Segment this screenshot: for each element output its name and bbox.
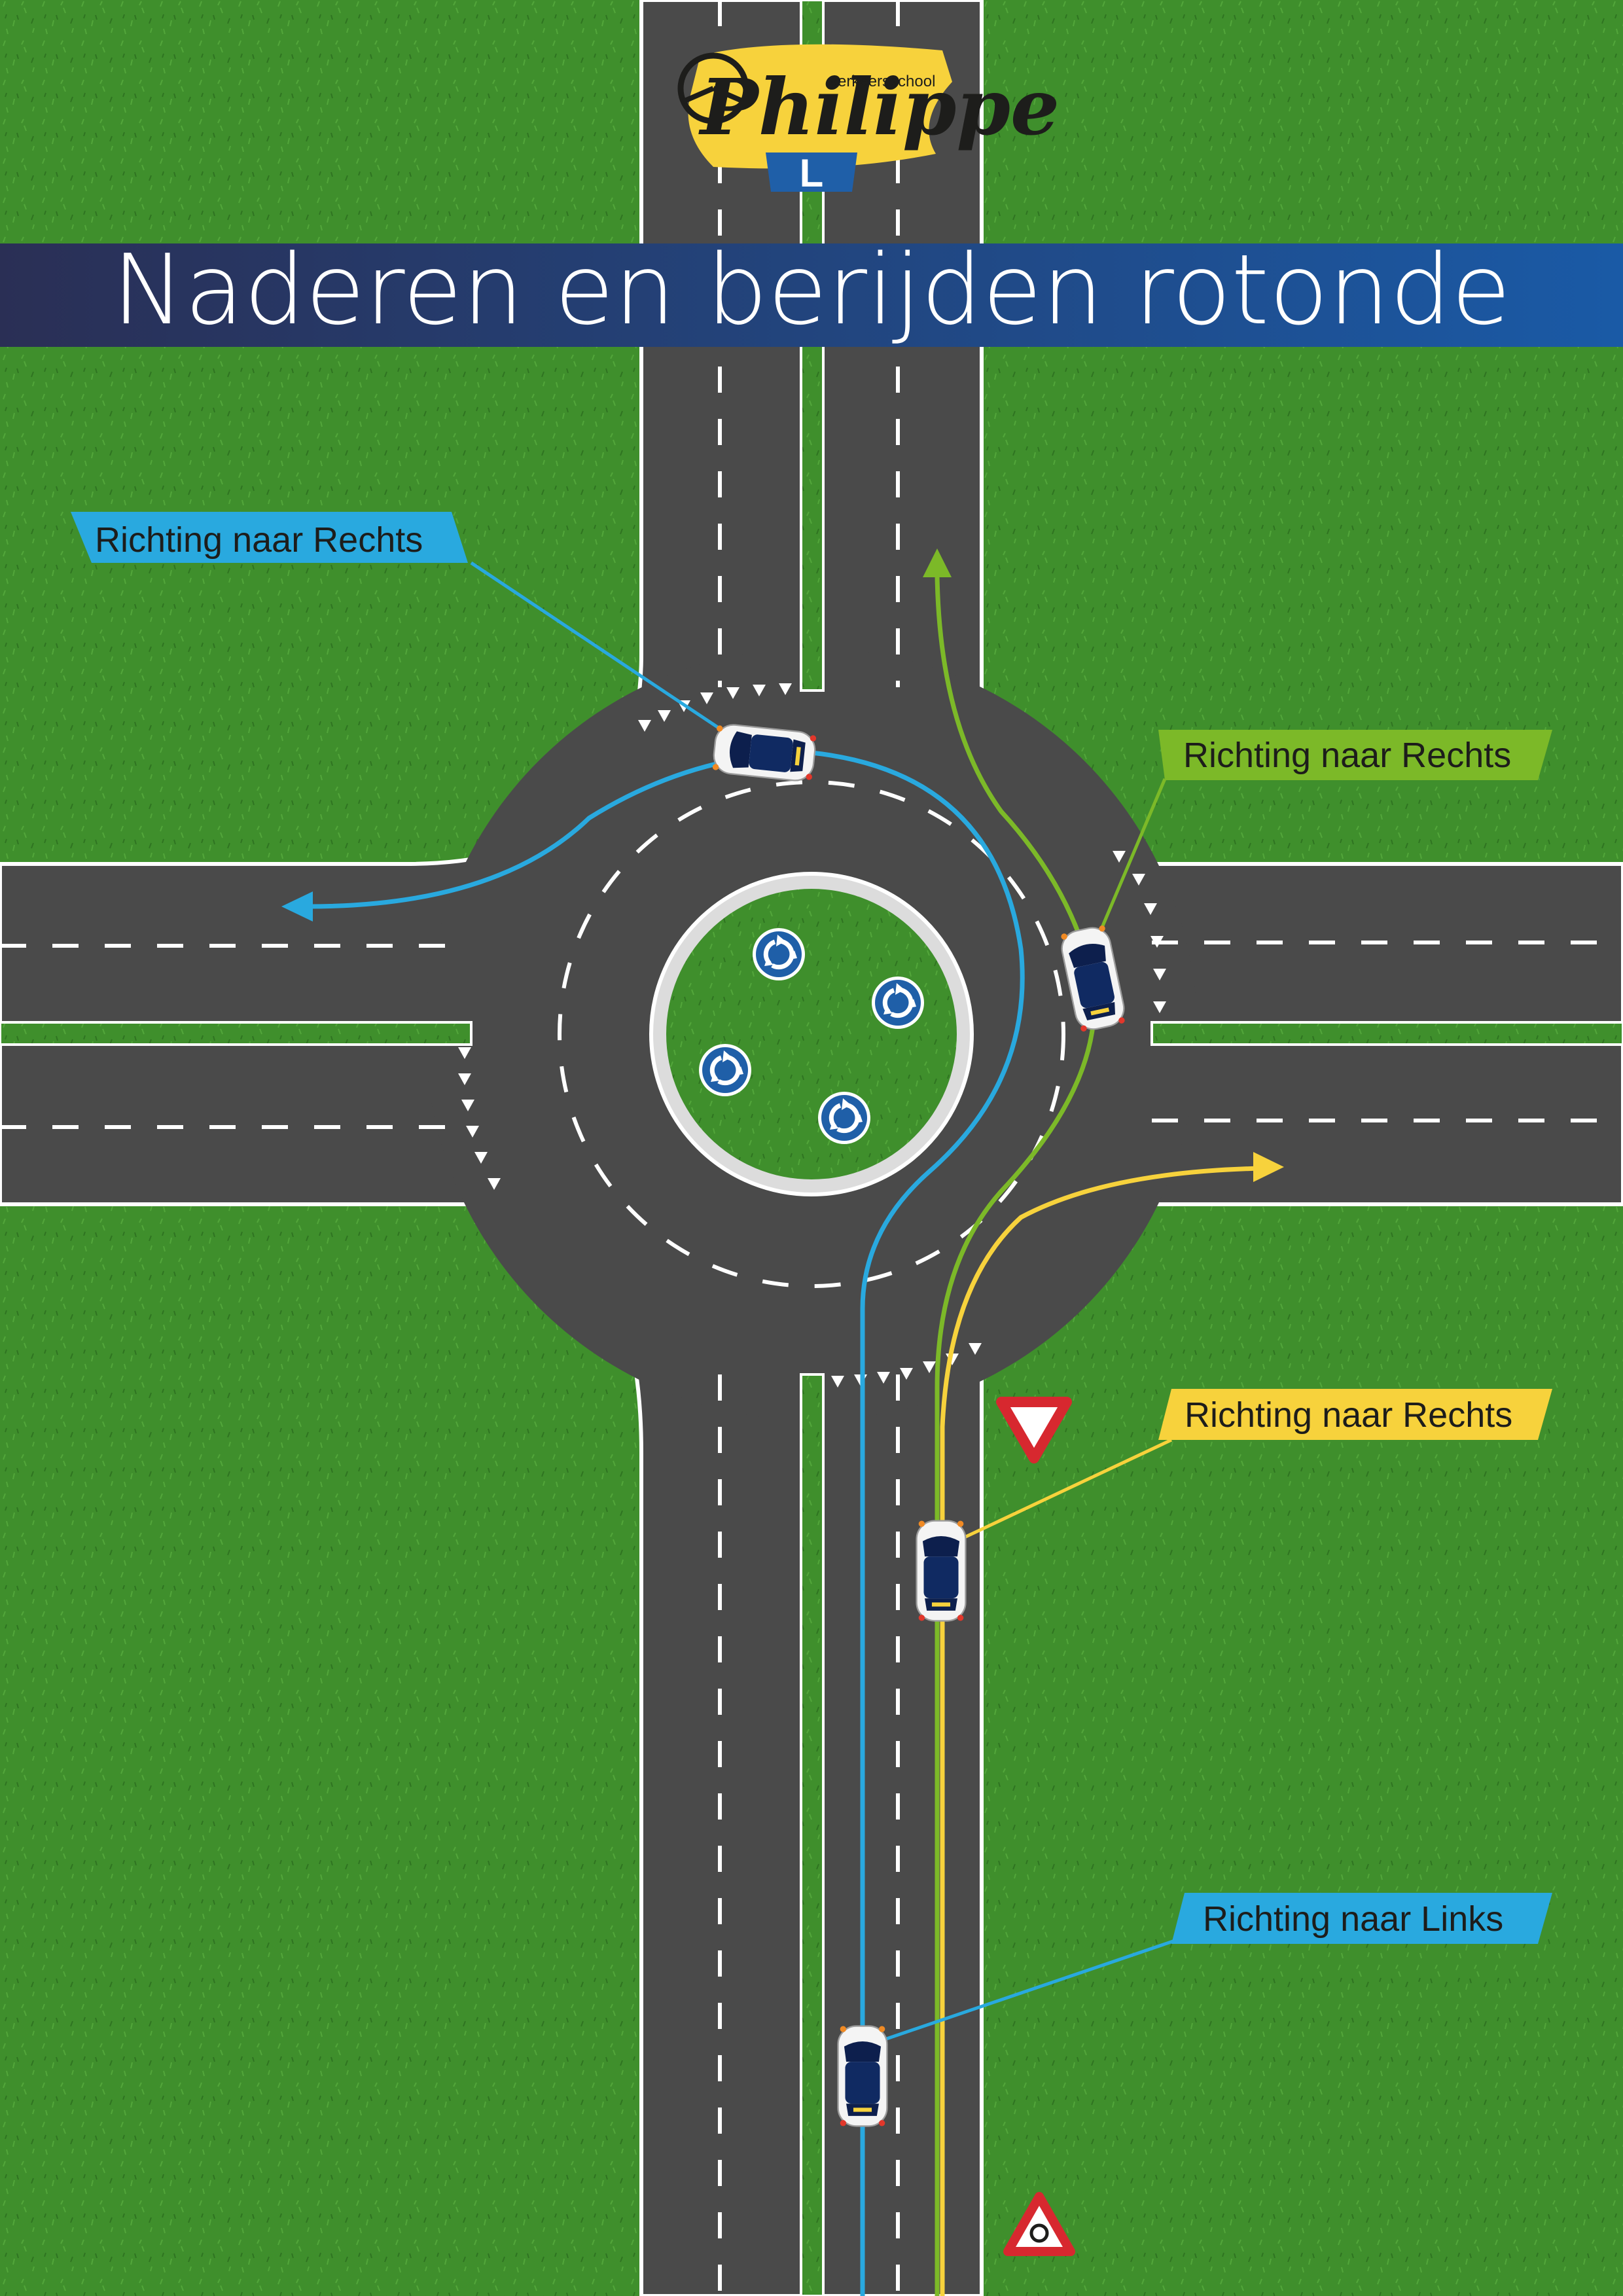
- logo-l-letter: L: [800, 151, 824, 195]
- svg-text:Richting naar Rechts: Richting naar Rechts: [1183, 736, 1511, 775]
- logo-subtitle: verkeersschool: [830, 73, 935, 90]
- callout-lines: [470, 561, 1185, 2044]
- roundabout-warning-sign-icon: [1003, 2192, 1075, 2256]
- car-top: [711, 722, 818, 783]
- svg-text:Richting naar Rechts: Richting naar Rechts: [1185, 1395, 1512, 1435]
- callout-top-left: Richting naar Rechts: [71, 512, 468, 563]
- title-band: [0, 243, 1623, 347]
- yield-sign-icon: [996, 1397, 1072, 1463]
- steering-wheel-icon: [677, 52, 749, 124]
- logo: Philippe verkeersschool L: [677, 44, 1060, 195]
- car-middle: [916, 1520, 967, 1622]
- svg-text:Richting naar Rechts: Richting naar Rechts: [95, 520, 423, 560]
- logo-name: Philippe: [698, 62, 1060, 152]
- route-yellow: [940, 1166, 1266, 2296]
- arrowhead-icon: [923, 548, 952, 577]
- logo-l-badge: [766, 152, 857, 192]
- arrowhead-icon: [281, 891, 313, 922]
- central-island: [666, 889, 957, 1179]
- car-bottom: [837, 2025, 888, 2127]
- route-arrowheads: [281, 548, 1284, 1182]
- page-title: Naderen en berijden rotonde: [112, 234, 1510, 346]
- logo-yellow-brush: [688, 44, 952, 169]
- route-blue-left: [305, 750, 1025, 2296]
- arrowhead-icon: [1253, 1152, 1284, 1182]
- svg-text:Richting naar Links: Richting naar Links: [1203, 1899, 1503, 1939]
- callout-right-upper: Richting naar Rechts: [1158, 730, 1552, 780]
- callout-right-middle: Richting naar Rechts: [1158, 1389, 1552, 1440]
- callout-right-lower: Richting naar Links: [1171, 1893, 1552, 1944]
